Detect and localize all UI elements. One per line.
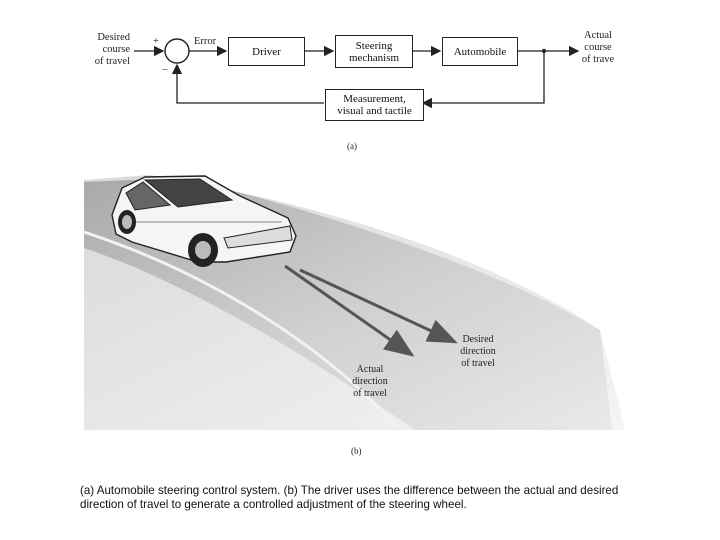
part-a-label: (a) bbox=[347, 141, 357, 151]
desired-direction-label: Desired direction of travel bbox=[460, 334, 496, 369]
block-diagram-lines bbox=[134, 38, 580, 109]
plus-sign: + bbox=[153, 36, 159, 47]
lane-line bbox=[83, 230, 402, 431]
error-label: Error bbox=[194, 36, 217, 47]
steering-mechanism-block: Steering mechanism bbox=[335, 35, 413, 68]
actual-direction-arrow bbox=[284, 264, 415, 357]
part-b-label: (b) bbox=[351, 446, 362, 456]
figure-caption: (a) Automobile steering control system. … bbox=[80, 484, 619, 511]
desired-direction-arrow bbox=[299, 268, 458, 344]
actual-direction-label: Actual direction of travel bbox=[352, 364, 388, 399]
minus-sign: − bbox=[162, 65, 168, 76]
input-label: Desired course of travel bbox=[94, 32, 130, 67]
measurement-block: Measurement, visual and tactile bbox=[325, 89, 424, 121]
car-icon bbox=[111, 175, 297, 267]
driver-block: Driver bbox=[228, 37, 305, 66]
road-illustration bbox=[83, 175, 625, 431]
automobile-block: Automobile bbox=[442, 37, 518, 66]
output-label: Actual course of trave bbox=[581, 30, 615, 65]
